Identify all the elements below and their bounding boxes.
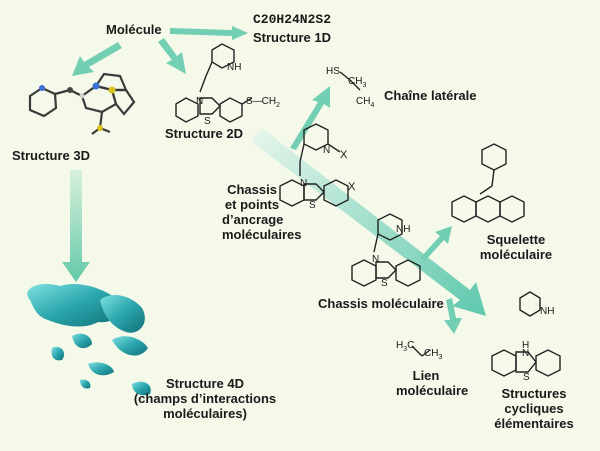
structure-4d-surface	[27, 283, 151, 396]
atom-nh-chassis: NH	[396, 224, 411, 235]
atom-n-chassis-x: N	[323, 145, 331, 156]
atom-ch4-sidechain: CH4	[356, 94, 374, 113]
atom-ch3-text: CH	[348, 76, 363, 87]
label-rings-line-3: élémentaires	[494, 416, 574, 431]
skeleton-drawing	[451, 143, 525, 223]
atom-s-ring: S	[523, 372, 530, 383]
atom-hs-sidechain: HS	[326, 66, 340, 77]
atom-ch4-text: CH	[356, 96, 371, 107]
atom-ch4-sub: 4	[370, 102, 375, 109]
label-chassis-points-line-1: Chassis	[227, 182, 277, 197]
atom-sch2-ch: CH	[261, 96, 277, 107]
arrow-to-structure-3d	[72, 42, 122, 76]
arrow-to-side-chain	[290, 86, 330, 150]
ring-structures-drawing	[491, 291, 561, 377]
atom-n-chassis: N	[372, 254, 380, 265]
arrow-main-diagonal	[252, 128, 486, 316]
atom-sch2-2d: S—CH2	[246, 96, 281, 109]
atom-h3c-sub: 3	[403, 346, 408, 353]
link-drawing	[411, 345, 431, 357]
atom-h3c-link: H3C	[396, 338, 414, 357]
structure-3d-model	[28, 72, 136, 135]
chassis-drawing	[351, 213, 421, 287]
atom-n-2d: N	[196, 96, 204, 107]
structure-3d-atoms	[39, 82, 116, 131]
label-skeleton-line-1: Squelette	[486, 232, 546, 247]
label-rings-line-2: cycliques	[504, 401, 564, 416]
atom-n-ring: N	[522, 348, 530, 359]
label-structure-4d-line-2: (champs d’interactions	[133, 391, 277, 406]
atom-n-chassis-x-core: N	[300, 178, 308, 189]
atom-ch3-link: CH3	[424, 346, 442, 365]
atom-ch3-link-sub: 3	[438, 354, 443, 361]
arrow-to-skeleton	[420, 226, 452, 262]
atom-s-chassis: S	[381, 278, 388, 289]
atom-x-right: X	[348, 181, 356, 193]
arrow-to-structure-4d	[62, 170, 90, 282]
label-chassis-points-line-3: d’ancrage	[222, 212, 284, 227]
label-chassis-points: Chassis et points d’ancrage moléculaires	[222, 182, 302, 242]
atom-h3c-h: H	[396, 340, 404, 351]
side-chain-drawing	[339, 71, 361, 91]
label-rings-line-1: Structures	[501, 386, 567, 401]
label-link: Lien moléculaire	[396, 368, 469, 398]
atom-h-ring: H	[522, 340, 530, 351]
label-formula: C20H24N2S2	[253, 12, 332, 27]
atom-s-2d: S	[204, 116, 211, 127]
label-molecule: Molécule	[106, 22, 162, 37]
atom-ch3-link-text: CH	[424, 348, 439, 359]
label-structure-2d: Structure 2D	[165, 126, 244, 141]
atom-sch2-sub: 2	[276, 102, 281, 109]
atom-x-top: X	[340, 149, 348, 161]
arrows	[62, 26, 486, 334]
atom-ch3-sidechain: CH3	[348, 74, 366, 93]
structure-2d-drawing	[175, 43, 253, 123]
arrow-to-link	[444, 298, 462, 334]
label-chassis: Chassis moléculaire	[318, 296, 444, 311]
label-skeleton-line-2: moléculaire	[479, 247, 553, 262]
label-chassis-points-line-4: moléculaires	[222, 227, 302, 242]
label-structure-4d-line-1: Structure 4D	[165, 376, 245, 391]
label-link-line-1: Lien	[412, 368, 440, 383]
label-rings: Structures cycliques élémentaires	[492, 386, 576, 431]
atom-h3c-c: C	[407, 340, 415, 351]
atom-s-chassis-x: S	[309, 200, 316, 211]
label-structure-3d: Structure 3D	[12, 148, 91, 163]
label-link-line-2: moléculaire	[396, 383, 469, 398]
atom-ch3-sub: 3	[362, 82, 367, 89]
label-skeleton: Squelette moléculaire	[478, 232, 554, 262]
label-structure-4d-line-3: moléculaires)	[163, 406, 247, 421]
label-side-chain: Chaîne latérale	[384, 88, 477, 103]
arrow-to-structure-2d	[158, 38, 186, 74]
chassis-points-drawing	[279, 123, 349, 207]
atom-sch2-s: S	[246, 96, 253, 107]
atom-nh-2d: NH	[227, 62, 242, 73]
label-structure-4d: Structure 4D (champs d’interactions molé…	[120, 376, 290, 421]
atom-nh-ring: NH	[540, 306, 555, 317]
label-structure-1d: Structure 1D	[253, 30, 332, 45]
arrow-to-structure-1d	[170, 26, 248, 40]
label-chassis-points-line-2: et points	[224, 197, 280, 212]
